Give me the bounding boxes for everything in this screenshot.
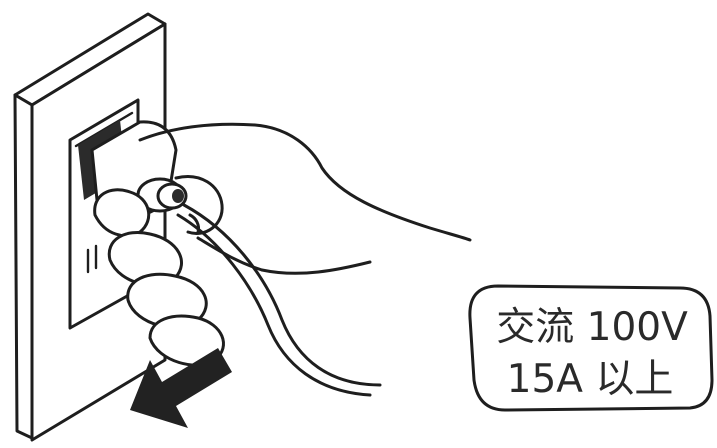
spec-voltage-text: 交流 100V (496, 305, 688, 350)
spec-label: 交流 100V 15A 以上 (470, 286, 712, 410)
spec-current-text: 15A 以上 (507, 357, 674, 402)
